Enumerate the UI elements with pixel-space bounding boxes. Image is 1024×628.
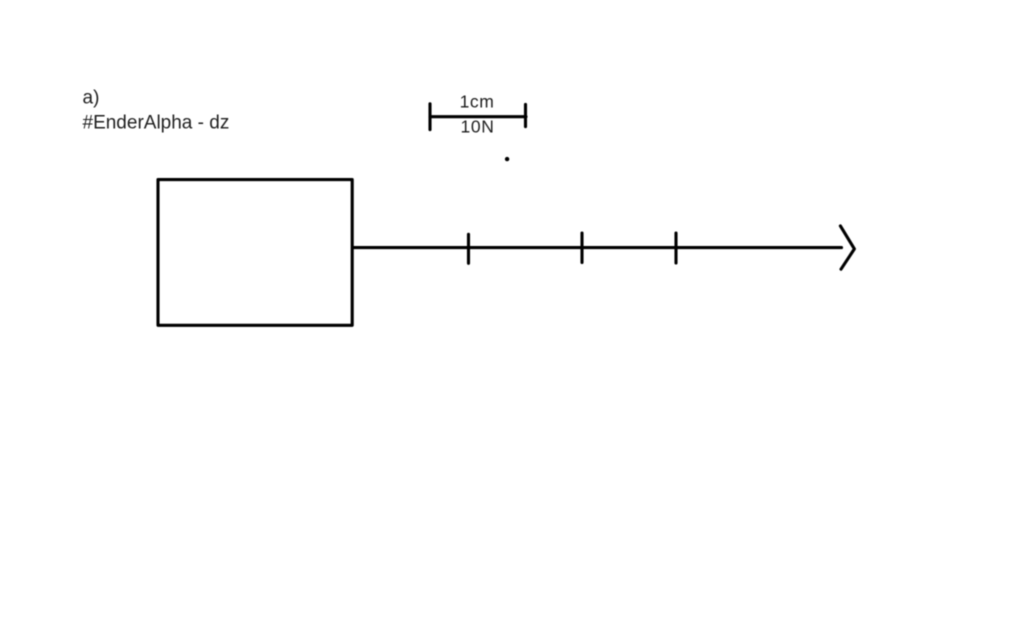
- svg-text:10N: 10N: [461, 116, 495, 136]
- svg-text:#EnderAlpha - dz: #EnderAlpha - dz: [83, 113, 230, 134]
- svg-text:a): a): [83, 88, 100, 109]
- svg-text:1cm: 1cm: [460, 91, 495, 111]
